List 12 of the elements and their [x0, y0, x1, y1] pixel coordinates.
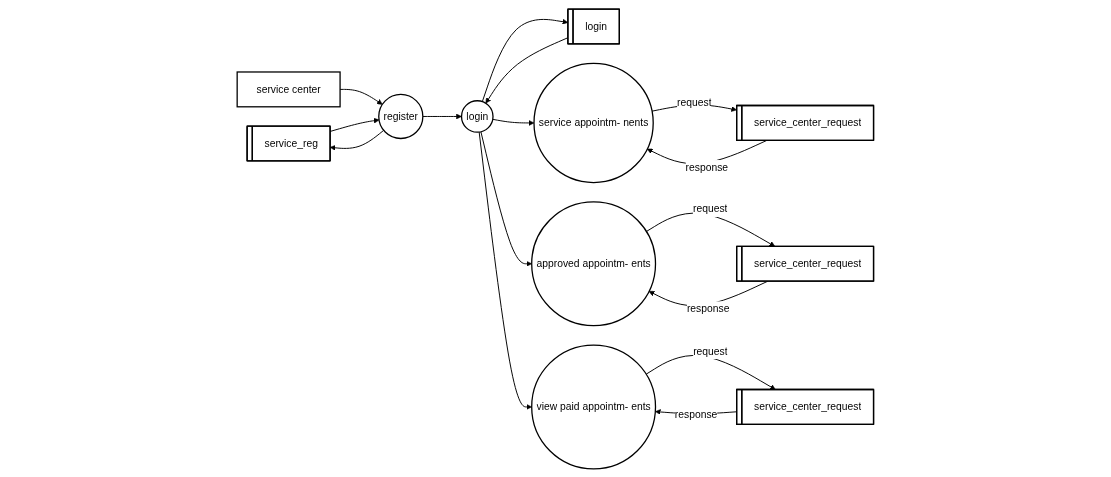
- edge-label: request: [677, 96, 712, 108]
- node-circle: register: [378, 93, 424, 139]
- node-circle: login: [461, 99, 494, 133]
- edge-label: response: [685, 161, 729, 173]
- edge-label: request: [693, 345, 728, 357]
- node-box: service center: [236, 70, 341, 107]
- edge-label: request: [693, 202, 728, 214]
- node-circle: service appointm- nents: [533, 62, 654, 183]
- edge-label: response: [687, 302, 730, 314]
- node-circle: view paid appointm- ents: [531, 343, 657, 469]
- node-circle: approved appointm- ents: [531, 200, 657, 326]
- edge-label: response: [675, 408, 718, 420]
